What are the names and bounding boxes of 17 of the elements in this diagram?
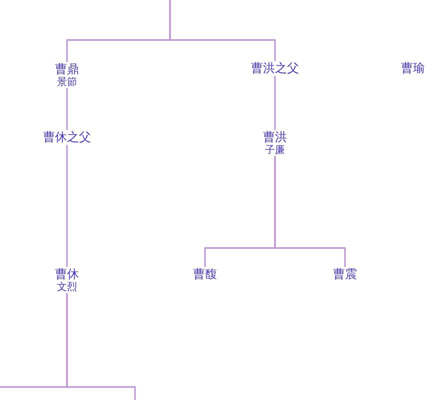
courtesy-name: 子廉 (265, 145, 285, 156)
tree-line (66, 88, 68, 130)
person-name: 曹休 (55, 267, 79, 282)
tree-line (169, 0, 276, 61)
person-name: 曹洪之父 (251, 61, 299, 76)
courtesy-name: 景節 (57, 77, 77, 88)
person-name: 曹鼎 (55, 62, 79, 76)
person-name: 曹震 (333, 267, 357, 282)
person-name: 曹馥 (193, 267, 217, 282)
tree-line (66, 145, 68, 267)
person-name: 曹瑜 (401, 61, 425, 76)
courtesy-name: 文烈 (57, 282, 77, 293)
tree-line (274, 76, 276, 130)
tree-line (274, 156, 346, 267)
person-name: 曹休之父 (43, 130, 91, 145)
tree-line (66, 293, 136, 400)
person-name: 曹洪 (263, 130, 287, 144)
